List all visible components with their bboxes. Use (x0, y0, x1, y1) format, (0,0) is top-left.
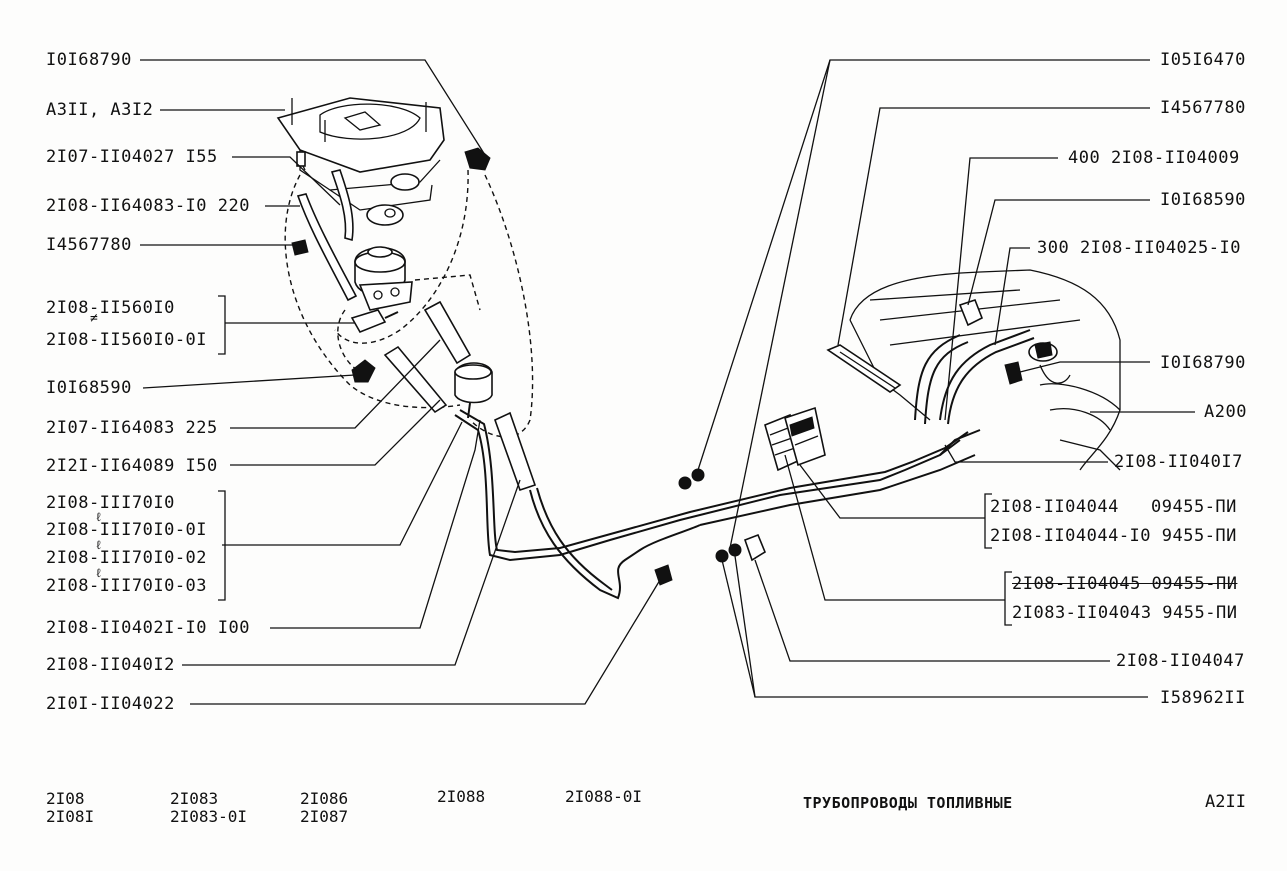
label-part-left-11: 2I08-III70I0 (46, 493, 175, 513)
page-title: ТРУБОПРОВОДЫ ТОПЛИВНЫЕ (803, 794, 1013, 812)
clip-top (464, 147, 491, 171)
model-code-4: 2I088 (437, 787, 486, 806)
label-part-right-6: I0I68790 (1160, 353, 1246, 373)
label-part-right-10: 2I08-II04044-I0 9455-ПИ (990, 526, 1237, 546)
label-part-left-15: 2I08-II0402I-I0 I00 (46, 618, 250, 638)
fuel-filter (383, 300, 537, 492)
label-part-right-9: 2I08-II04044 09455-ПИ (990, 497, 1237, 517)
model-code-1a: 2I08 (46, 789, 85, 808)
label-part-right-12: 2I083-II04043 9455-ПИ (1012, 603, 1238, 623)
label-part-left-16: 2I08-II040I2 (46, 655, 175, 675)
label-part-left-13: 2I08-III70I0-02 (46, 548, 208, 568)
model-code-3a: 2I086 (300, 789, 349, 808)
ell-mark-1: ℓ (95, 510, 103, 524)
pipe-clip-2 (743, 533, 766, 562)
label-part-left-10: 2I2I-II64089 I50 (46, 456, 218, 476)
leader-lines-left (140, 59, 661, 705)
model-code-5: 2I088-0I (565, 787, 643, 806)
label-part-left-2: A3II, A3I2 (46, 100, 154, 120)
label-part-right-13: 2I08-II04047 (1116, 651, 1245, 671)
label-part-left-4: 2I08-II64083-I0 220 (46, 196, 250, 216)
fuel-pump (350, 246, 413, 334)
label-part-left-14: 2I08-III70I0-03 (46, 576, 208, 596)
label-part-right-8: 2I08-II040I7 (1114, 452, 1243, 472)
label-part-right-3: 400 2I08-II04009 (1068, 148, 1240, 168)
model-code-1b: 2I08I (46, 807, 95, 826)
label-part-right-1: I05I6470 (1160, 50, 1246, 70)
label-part-left-7: 2I08-II560I0-0I (46, 330, 208, 350)
label-part-left-6: 2I08-II560I0 (46, 298, 175, 318)
label-part-left-12: 2I08-III70I0-0I (46, 520, 208, 540)
clamp-left (291, 239, 309, 256)
tank-clip (958, 299, 984, 327)
label-part-right-11: 2I08-II04045 09455-ПИ (1012, 574, 1238, 594)
fuel-tank (849, 269, 1121, 471)
leader-lines-right (697, 59, 1195, 698)
label-part-right-14: I58962II (1160, 688, 1246, 708)
fuel-pipes (454, 409, 981, 600)
label-part-right-7: A200 (1204, 402, 1247, 422)
label-part-left-9: 2I07-II64083 225 (46, 418, 218, 438)
grommet-2 (678, 476, 692, 490)
model-code-2b: 2I083-0I (170, 807, 248, 826)
label-part-right-5: 300 2I08-II04025-I0 (1037, 238, 1241, 258)
label-part-left-3: 2I07-II04027 I55 (46, 147, 218, 167)
page-code: A2II (1205, 792, 1246, 812)
model-code-2a: 2I083 (170, 789, 219, 808)
not-equal-mark: ≠ (90, 311, 99, 326)
label-part-left-17: 2I0I-II04022 (46, 694, 175, 714)
grommet-1 (691, 468, 705, 482)
label-part-right-4: I0I68590 (1160, 190, 1246, 210)
label-part-left-8: I0I68590 (46, 378, 132, 398)
ell-mark-2: ℓ (95, 538, 103, 552)
pipe-holder-2 (784, 406, 826, 467)
tank-clip-2 (1004, 361, 1023, 385)
hose-long (296, 193, 358, 302)
ell-mark-3: ℓ (95, 566, 103, 580)
label-part-left-5: I4567780 (46, 235, 132, 255)
pipe-clip (654, 564, 673, 586)
carburetor (276, 97, 445, 226)
hose-short (330, 169, 354, 242)
model-code-3b: 2I087 (300, 807, 349, 826)
label-part-right-2: I4567780 (1160, 98, 1246, 118)
label-part-left-1: I0I68790 (46, 50, 132, 70)
clip-bottom (351, 359, 376, 383)
